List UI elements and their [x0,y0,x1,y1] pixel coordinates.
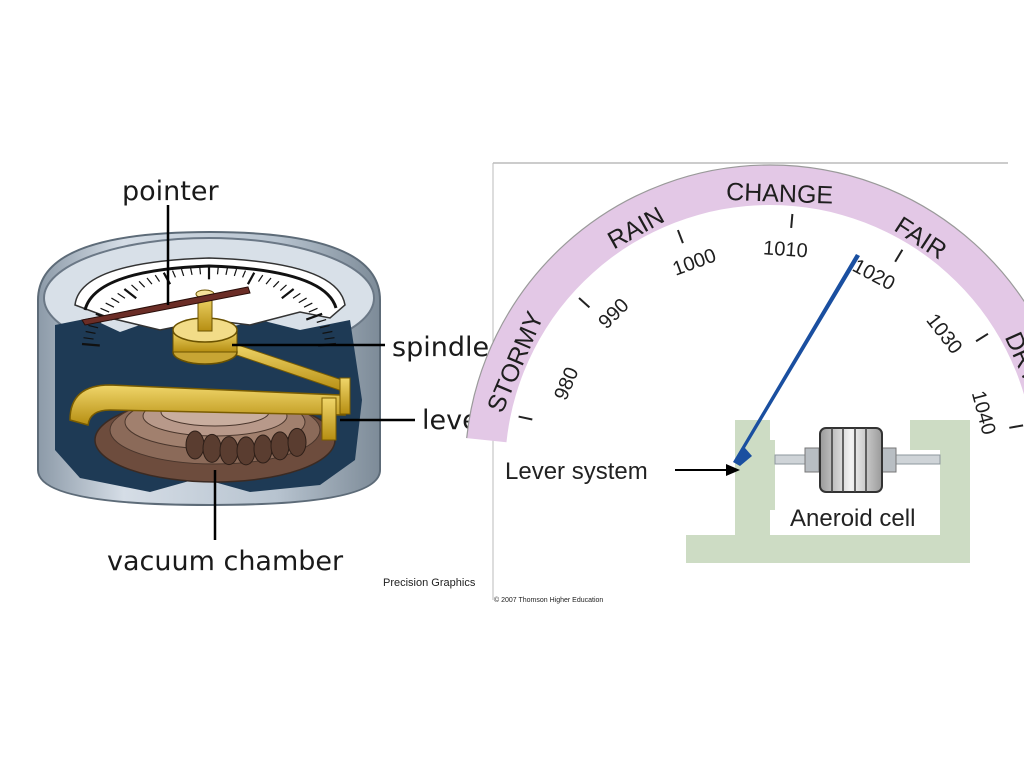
chamber-corrugation [185,427,307,466]
dial-tick [303,302,313,308]
pressure-tick [975,332,989,343]
dial-tick [85,330,96,334]
chamber-fold [202,433,222,463]
chamber-fold [270,431,290,461]
dial-tick [117,292,126,299]
spindle-assembly [172,289,238,365]
dial-tick [123,288,137,300]
pressure-tick [578,297,591,309]
lever-upright [339,377,351,415]
dial-tick [279,284,287,292]
dial-tick [100,307,110,313]
label-vacuum-chamber: vacuum chamber [107,546,344,577]
dial-tick [105,302,115,308]
dial-tick [189,267,193,276]
dial-tick [81,342,100,347]
dial-tick [199,267,202,275]
weather-word-dry: DRY [999,328,1024,387]
dial-tick [305,312,323,321]
dial-tick [308,307,318,313]
pressure-number-980: 980 [550,364,583,403]
label-lever-system: Lever system [505,458,648,485]
chamber-fold [236,436,256,466]
dial-tick [216,267,219,275]
left-panel: pointer spindle lever vacuum chamber Pre… [30,170,491,590]
weather-word-change: CHANGE [726,178,834,210]
dial-tick [233,268,238,277]
pressure-tick [790,213,794,229]
dial-tick [324,337,335,340]
dial-tick [257,274,264,282]
pressure-tick [894,249,904,263]
chamber-fold [253,434,273,464]
dial-tick [138,280,146,288]
dial-tick [180,268,185,277]
leader-lever-system-arrowhead [726,464,740,476]
dial-tick [272,280,280,288]
dial-tick [146,277,153,285]
pressure-number-990: 990 [594,294,633,333]
pointer-needle [81,286,251,326]
credit-precision-graphics: Precision Graphics [383,577,476,589]
chamber-fold [185,430,205,460]
dial-tick [319,324,330,329]
dial-tick [322,330,333,334]
dial-tick [242,270,247,278]
pressure-tick [518,415,533,421]
dial-tick [292,292,301,299]
pressure-number-1010: 1010 [762,237,808,262]
dial-ticks [81,267,337,347]
label-aneroid-cell: Aneroid cell [790,505,915,532]
pressure-number-1000: 1000 [670,245,719,281]
dial-tick [88,324,99,329]
dial-tick [83,337,94,340]
vacuum-chamber-shape [94,394,336,483]
pressure-tick [676,229,684,244]
dial-tick [265,277,272,285]
barometer-needle [733,254,860,466]
dial-tick [131,284,139,292]
dial-tick [154,274,161,282]
leader-lines-left [166,205,415,540]
aneroid-cell-shape [819,427,883,493]
chamber-fold [219,436,239,466]
weather-arc-band [466,164,1024,443]
aneroid-cell-corrugation [831,428,867,492]
dial-tick [111,297,120,304]
dial-scale-arc [83,264,338,311]
cell-right-cap [881,447,897,473]
dial-tick [281,288,295,300]
dial-tick [316,318,327,323]
lever-mechanism [69,342,351,441]
credit-thomson: © 2007 Thomson Higher Education [494,596,603,604]
dial-tick [246,272,256,285]
label-pointer: pointer [122,176,219,207]
pressure-number-1040: 1040 [967,389,1000,438]
dial-tick [298,297,307,304]
chamber-fold [287,427,307,457]
weather-arc-outline [466,164,1024,439]
pressure-tick [1009,424,1024,429]
dial-tick [171,270,176,278]
pressure-number-1030: 1030 [922,310,967,359]
lever-post [321,397,337,441]
label-spindle: spindle [392,332,489,363]
dial-tick [225,267,229,276]
cell-left-cap [804,447,820,473]
pressure-ticks [518,213,1024,429]
